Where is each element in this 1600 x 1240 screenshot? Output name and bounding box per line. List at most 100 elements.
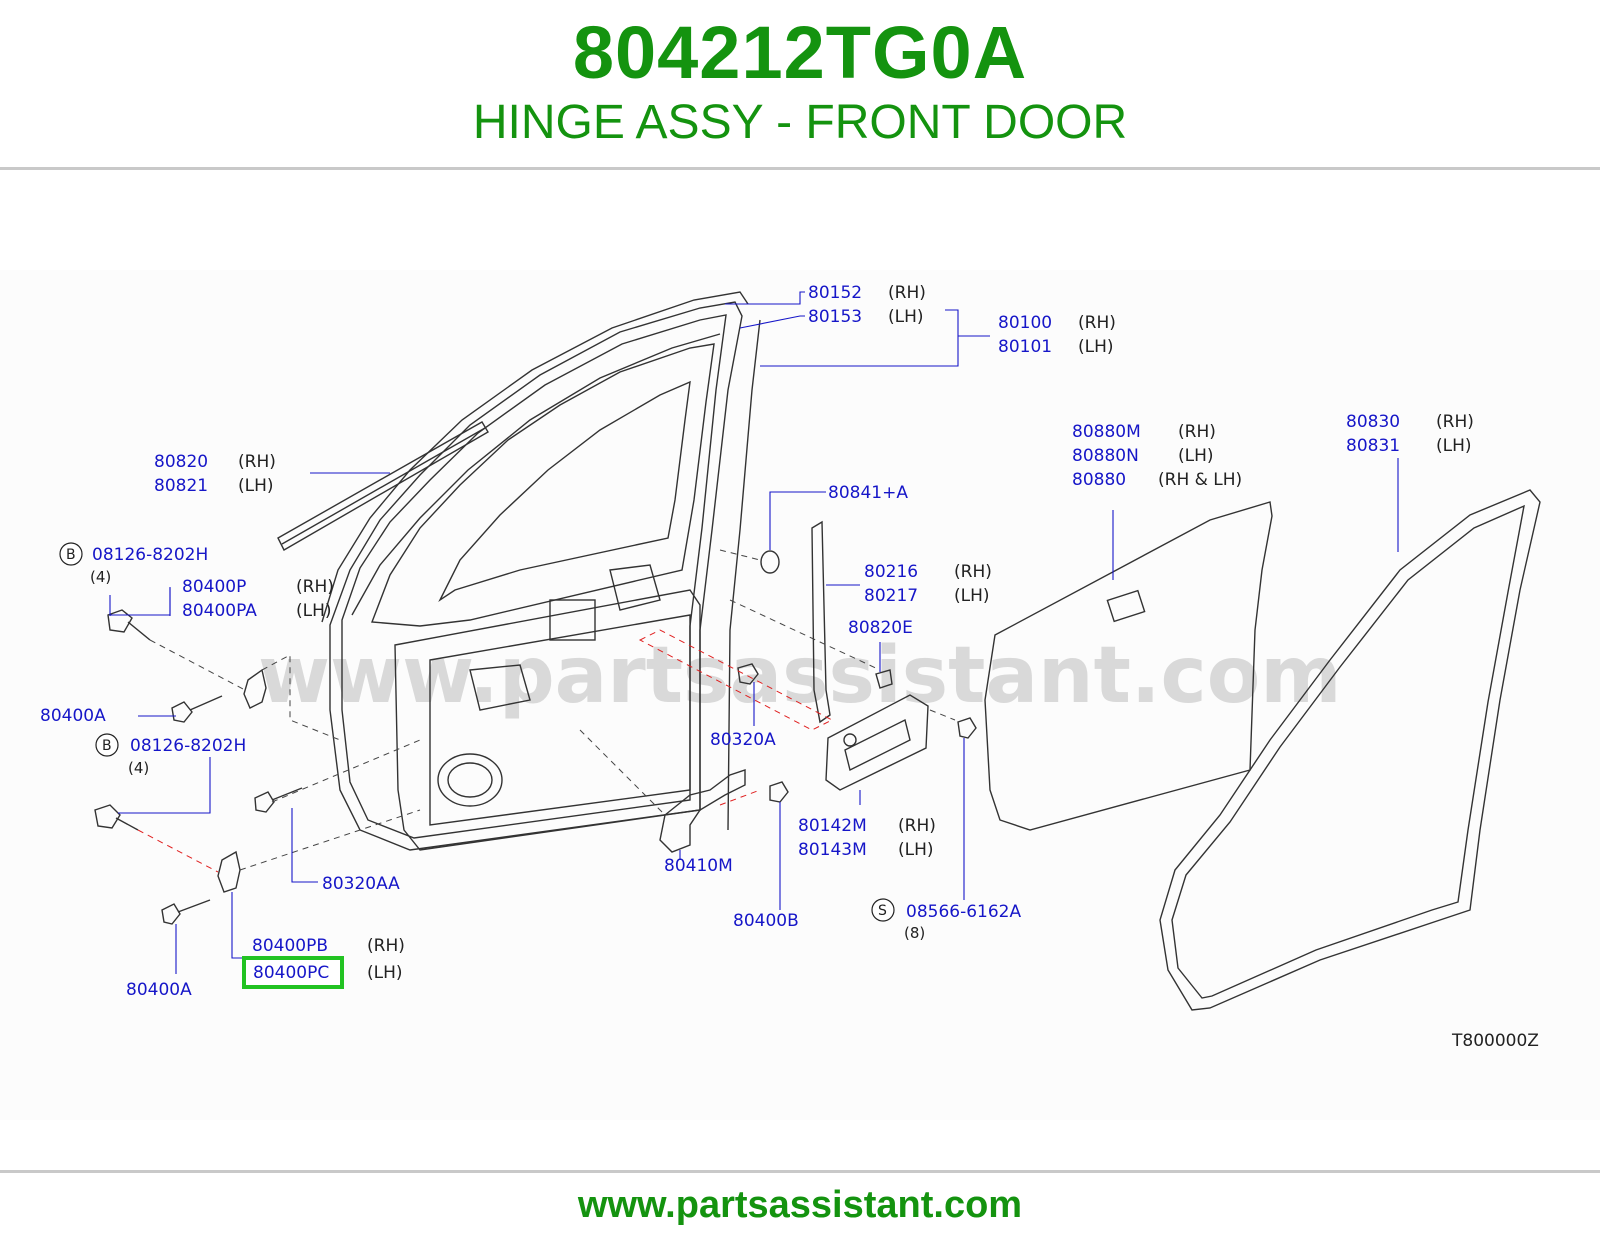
svg-text:(RH): (RH): [238, 452, 276, 472]
svg-text:(LH): (LH): [1078, 337, 1114, 357]
diagram-code: T800000Z: [1451, 1031, 1539, 1051]
callout-80100[interactable]: 80100 (RH): [998, 313, 1116, 333]
svg-text:80821: 80821: [154, 476, 208, 496]
body-weatherstrip-drawing: [1159, 489, 1541, 1011]
svg-text:80400B: 80400B: [733, 911, 799, 931]
callout-08126-upper[interactable]: B 08126-8202H (4): [59, 542, 208, 586]
belt-moulding-drawing: [277, 421, 489, 551]
svg-text:(RH): (RH): [898, 816, 936, 836]
svg-text:(LH): (LH): [888, 307, 924, 327]
svg-text:(RH): (RH): [367, 936, 405, 956]
svg-text:08126-8202H: 08126-8202H: [92, 545, 208, 565]
callout-80217[interactable]: 80217 (LH): [864, 586, 990, 606]
svg-text:(LH): (LH): [238, 476, 274, 496]
svg-text:(RH & LH): (RH & LH): [1158, 470, 1242, 490]
callout-80400A-upper[interactable]: 80400A: [40, 706, 106, 726]
svg-text:(LH): (LH): [1178, 446, 1214, 466]
svg-text:08566-6162A: 08566-6162A: [906, 902, 1021, 922]
header-divider: [0, 167, 1600, 170]
svg-text:(RH): (RH): [296, 577, 334, 597]
hinge-bolts-drawing: [94, 609, 977, 925]
part-name-subtitle: HINGE ASSY - FRONT DOOR: [472, 96, 1128, 149]
svg-text:(4): (4): [90, 568, 111, 586]
callout-80101[interactable]: 80101 (LH): [998, 337, 1114, 357]
svg-text:80142M: 80142M: [798, 816, 867, 836]
part-number-title: 804212TG0A: [572, 11, 1028, 94]
check-link-drawing: [825, 694, 929, 791]
callout-80400P[interactable]: 80400P (RH): [182, 577, 334, 597]
callout-80880M[interactable]: 80880M (RH): [1072, 422, 1216, 442]
svg-text:80101: 80101: [998, 337, 1052, 357]
plug-drawing: [760, 550, 780, 574]
callout-08126-lower[interactable]: B 08126-8202H (4): [95, 733, 246, 777]
callout-80400B[interactable]: 80400B: [733, 911, 799, 931]
badge-b-circle: [95, 733, 119, 757]
watermark-text: www.partsassistant.com: [258, 631, 1342, 721]
svg-text:(RH): (RH): [1178, 422, 1216, 442]
svg-text:(RH): (RH): [1078, 313, 1116, 333]
callout-80153[interactable]: 80153 (LH): [808, 307, 924, 327]
svg-text:B: B: [102, 738, 112, 754]
callout-80820E[interactable]: 80820E: [848, 618, 913, 638]
footer-url[interactable]: www.partsassistant.com: [577, 1184, 1023, 1226]
callout-80880[interactable]: 80880 (RH & LH): [1072, 470, 1242, 490]
callout-80320A[interactable]: 80320A: [710, 730, 776, 750]
callout-80400PB[interactable]: 80400PB (RH): [252, 936, 405, 956]
badge-s-circle: [871, 898, 895, 922]
callout-80841A[interactable]: 80841+A: [828, 483, 908, 503]
svg-text:(LH): (LH): [898, 840, 934, 860]
sash-drawing: [811, 520, 831, 724]
callout-80142M[interactable]: 80142M (RH): [798, 816, 936, 836]
callout-80152[interactable]: 80152 (RH): [808, 283, 926, 303]
parts-diagram: www.partsassistant.com: [0, 270, 1600, 1120]
svg-text:80831: 80831: [1346, 436, 1400, 456]
callout-80830[interactable]: 80830 (RH): [1346, 412, 1474, 432]
svg-text:80410M: 80410M: [664, 856, 733, 876]
svg-text:(RH): (RH): [888, 283, 926, 303]
svg-text:80320AA: 80320AA: [322, 874, 400, 894]
svg-text:(LH): (LH): [1436, 436, 1472, 456]
callout-80821[interactable]: 80821 (LH): [154, 476, 274, 496]
svg-text:80400PC: 80400PC: [253, 963, 329, 983]
callout-80320AA[interactable]: 80320AA: [322, 874, 400, 894]
trim-board-drawing: [984, 501, 1273, 831]
svg-text:(LH): (LH): [296, 601, 332, 621]
svg-text:80820E: 80820E: [848, 618, 913, 638]
svg-text:08126-8202H: 08126-8202H: [130, 736, 246, 756]
svg-text:80143M: 80143M: [798, 840, 867, 860]
svg-text:80820: 80820: [154, 452, 208, 472]
svg-text:80880: 80880: [1072, 470, 1126, 490]
callout-80410M[interactable]: 80410M: [664, 856, 733, 876]
callout-08566[interactable]: S 08566-6162A (8): [871, 898, 1021, 942]
door-weatherstrip-drawing: [321, 291, 761, 831]
svg-text:(8): (8): [904, 924, 925, 942]
callout-80400PC-highlighted[interactable]: 80400PC (LH): [242, 956, 403, 989]
svg-text:80216: 80216: [864, 562, 918, 582]
svg-text:80400PB: 80400PB: [252, 936, 328, 956]
clip-drawing: [875, 669, 893, 689]
callout-80216[interactable]: 80216 (RH): [864, 562, 992, 582]
door-shell-drawing: [329, 301, 743, 851]
svg-text:80320A: 80320A: [710, 730, 776, 750]
lower-hinge-link-drawing: [659, 769, 746, 853]
callout-80400PA[interactable]: 80400PA (LH): [182, 601, 332, 621]
callout-80400A-lower[interactable]: 80400A: [126, 980, 192, 1000]
svg-text:(LH): (LH): [954, 586, 990, 606]
svg-text:80152: 80152: [808, 283, 862, 303]
callout-80820[interactable]: 80820 (RH): [154, 452, 276, 472]
assembly-lines: [137, 549, 956, 873]
callout-80880N[interactable]: 80880N (LH): [1072, 446, 1214, 466]
svg-text:80830: 80830: [1346, 412, 1400, 432]
svg-text:80841+A: 80841+A: [828, 483, 908, 503]
svg-text:(RH): (RH): [1436, 412, 1474, 432]
svg-text:80400A: 80400A: [40, 706, 106, 726]
svg-text:80400A: 80400A: [126, 980, 192, 1000]
exploded-view-diagram: www.partsassistant.com: [40, 283, 1541, 1051]
callout-80831[interactable]: 80831 (LH): [1346, 436, 1472, 456]
svg-text:B: B: [66, 547, 76, 563]
svg-text:80880M: 80880M: [1072, 422, 1141, 442]
svg-text:(4): (4): [128, 759, 149, 777]
callout-80143M[interactable]: 80143M (LH): [798, 840, 934, 860]
footer-divider: [0, 1170, 1600, 1173]
svg-text:80100: 80100: [998, 313, 1052, 333]
